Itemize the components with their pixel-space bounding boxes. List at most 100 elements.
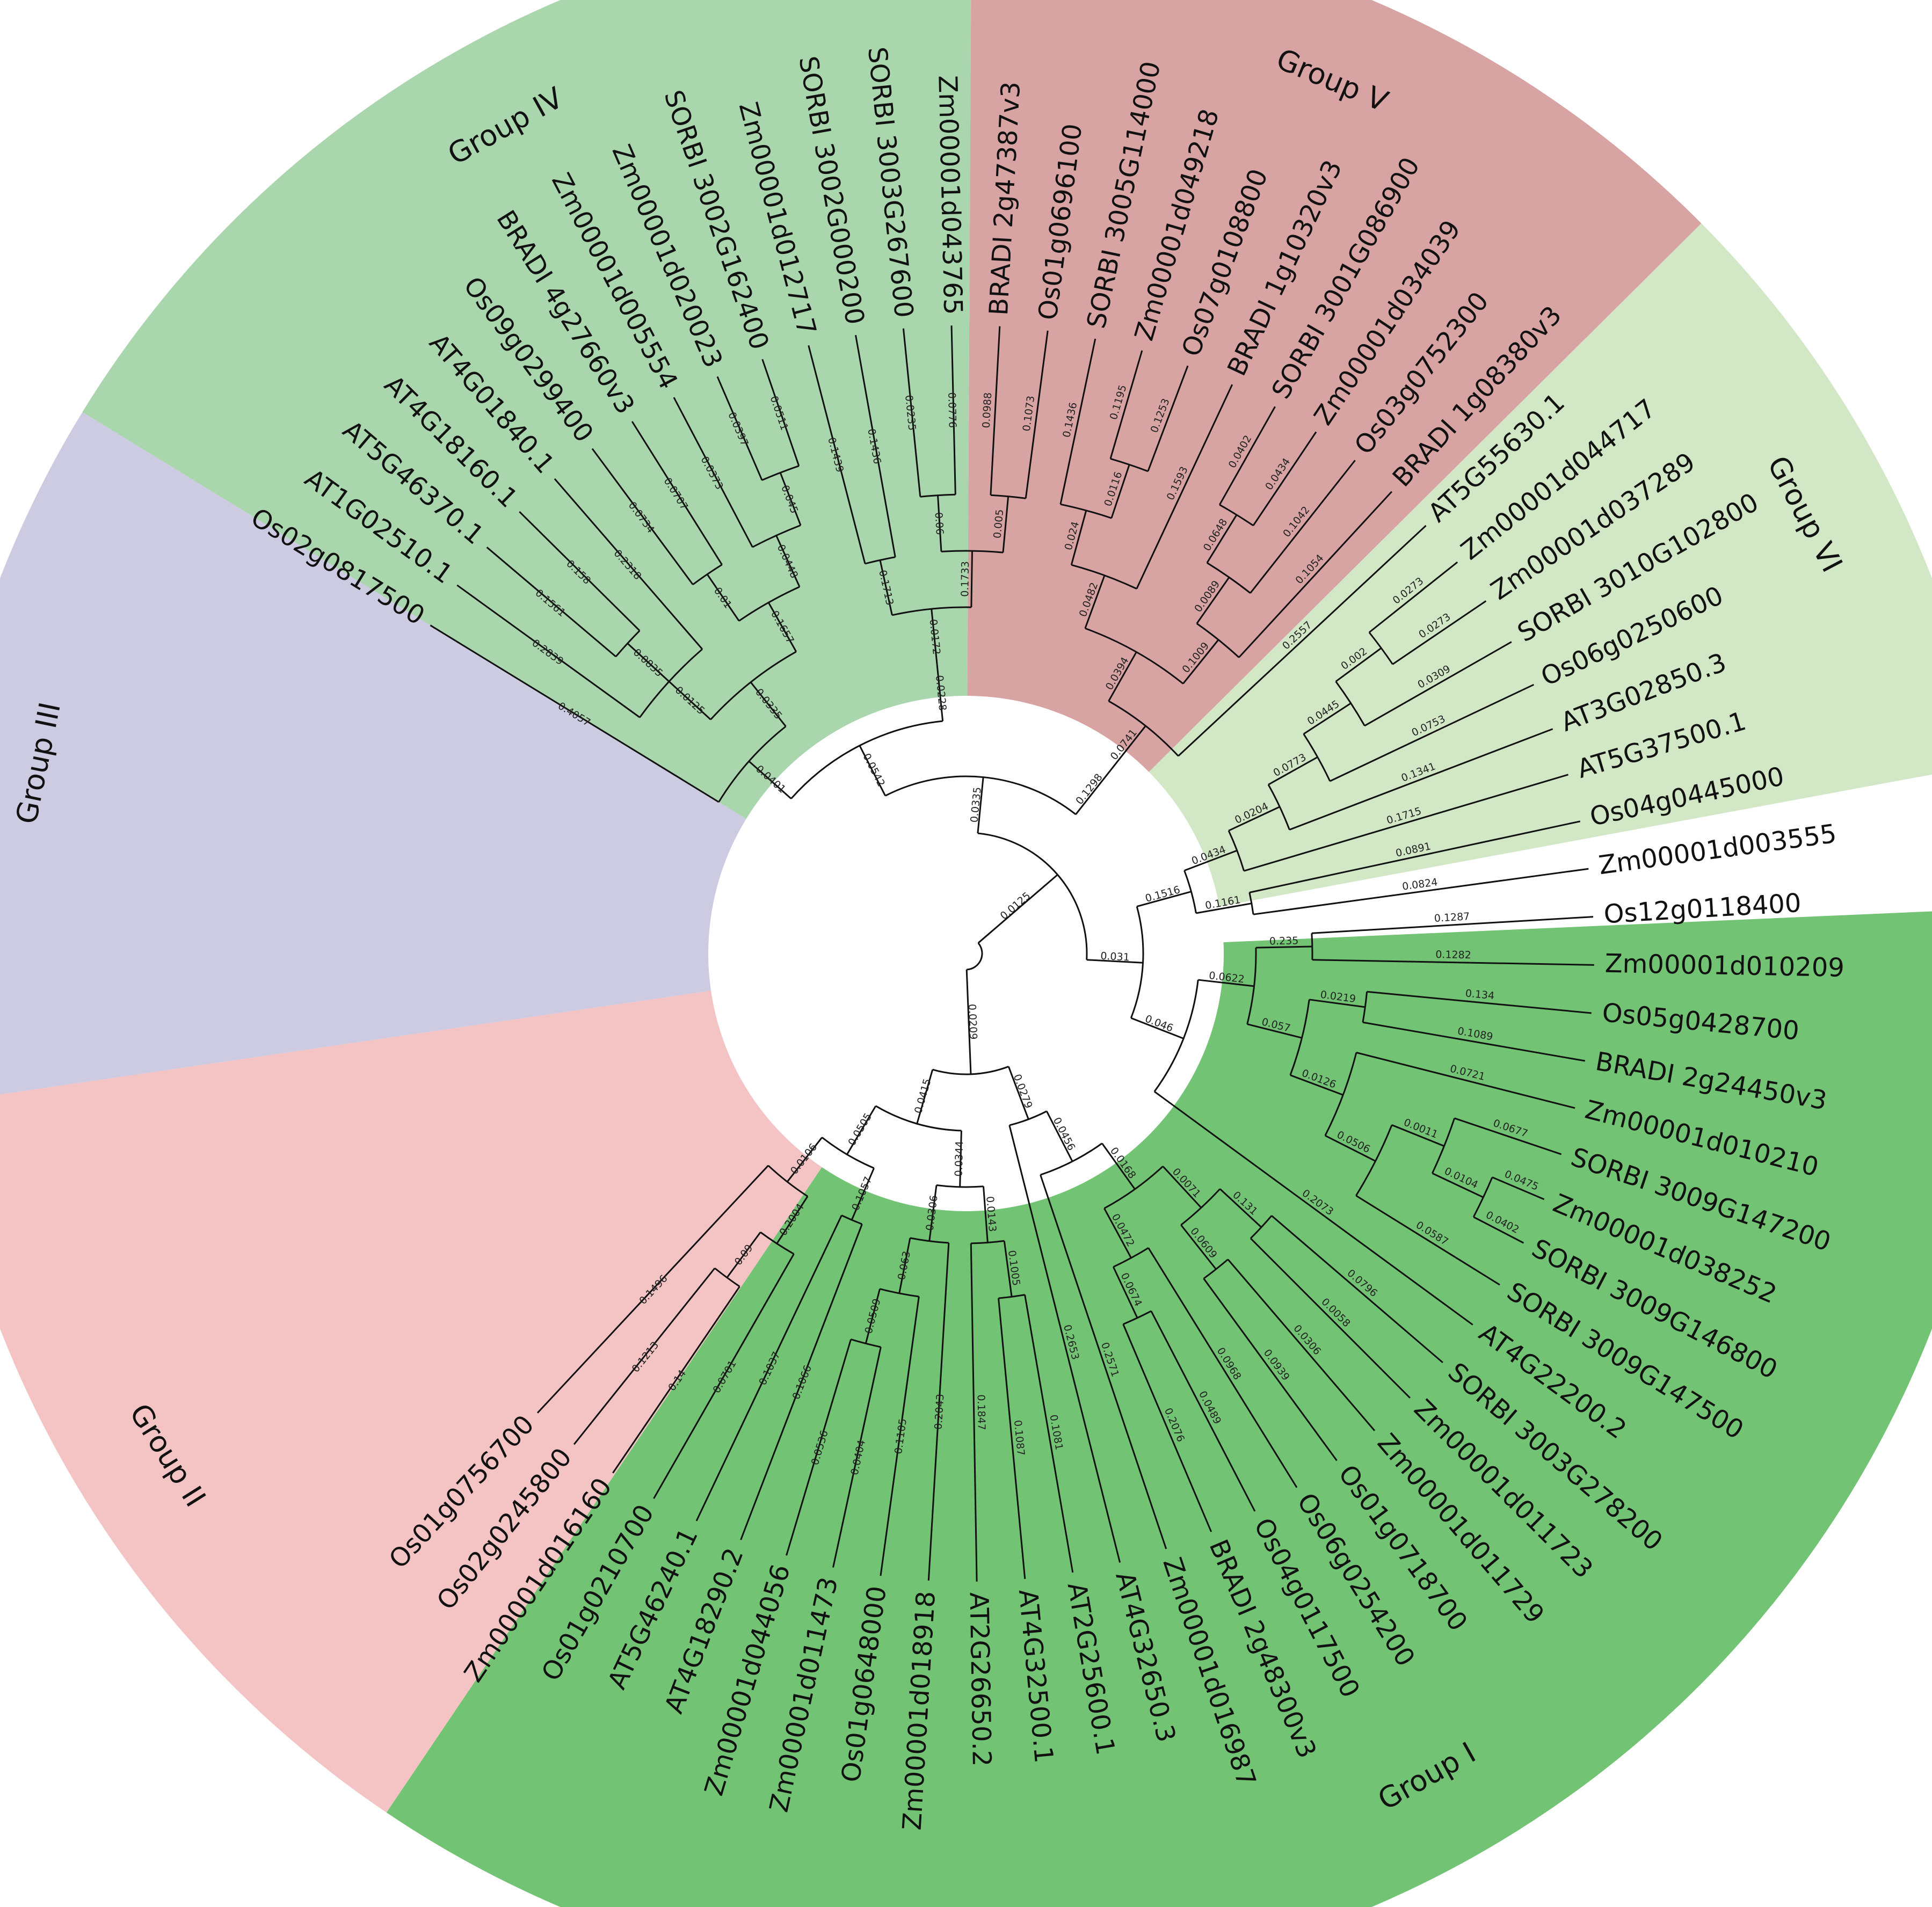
- branch-line: [854, 334, 896, 557]
- branch-arc: [936, 1184, 984, 1188]
- branch-line: [1003, 1241, 1013, 1297]
- branch-arc: [1228, 830, 1245, 871]
- branch-length-label: 0.2043: [933, 1394, 947, 1430]
- branch-line: [1024, 1294, 1074, 1573]
- branch-arc: [1324, 1052, 1357, 1136]
- branch-line: [1311, 916, 1594, 934]
- branch-line: [653, 1253, 795, 1499]
- branch-line: [1335, 647, 1382, 682]
- branch-line: [779, 472, 802, 526]
- branch-line: [573, 1268, 716, 1445]
- group-band-g6: [1149, 223, 1932, 907]
- branch-line: [456, 584, 641, 718]
- branch-line: [808, 345, 866, 564]
- group-band-g2: [0, 991, 822, 1813]
- branch-arc: [718, 725, 787, 803]
- branch-line: [977, 777, 984, 834]
- branch-line: [982, 1186, 989, 1243]
- branch-line: [1086, 959, 1143, 964]
- branch-line: [1040, 1174, 1167, 1549]
- branch-length-label: 0.0776: [946, 392, 958, 428]
- branch-line: [1101, 1142, 1136, 1190]
- branch-arc: [892, 606, 971, 616]
- branch-arc: [875, 1105, 962, 1132]
- branch-length-label: 0.0209: [966, 1003, 979, 1039]
- branch-line: [928, 1185, 938, 1241]
- branch-line: [1492, 1176, 1545, 1200]
- branch-arc: [1183, 870, 1197, 914]
- branch-line: [1196, 902, 1252, 914]
- branch-line: [1330, 683, 1535, 782]
- branch-line: [1250, 1238, 1411, 1399]
- branch-line: [965, 969, 972, 1074]
- branch-line: [1392, 600, 1487, 665]
- branch-line: [931, 609, 938, 665]
- branch-line: [1103, 1207, 1132, 1258]
- branch-line: [998, 1298, 1026, 1579]
- branch-length-label: 0.0988: [980, 392, 994, 428]
- branch-line: [1355, 1195, 1500, 1286]
- branch-line: [1150, 1311, 1256, 1512]
- branch-arc: [1303, 733, 1331, 782]
- branch-line: [865, 1289, 881, 1344]
- branch-line: [1244, 774, 1568, 872]
- branch-arc: [1130, 906, 1144, 1018]
- branch-line: [970, 1243, 978, 1582]
- branch-line: [970, 551, 974, 608]
- branch-arc: [1335, 681, 1366, 726]
- branch-arc: [615, 630, 641, 658]
- leaf-label: Zm00001d010209: [1604, 949, 1844, 983]
- branch-arc: [977, 832, 1088, 960]
- branch-line: [1196, 577, 1230, 624]
- branch-line: [1218, 406, 1276, 505]
- branch-line: [786, 1339, 852, 1556]
- branch-line: [1312, 959, 1594, 966]
- branch-line: [879, 559, 893, 616]
- branch-line: [716, 376, 763, 481]
- branch-line: [1198, 979, 1254, 987]
- branch-line: [1253, 868, 1589, 915]
- branch-length-label: 0.1733: [959, 561, 971, 597]
- branch-length-label: 0.06: [932, 512, 946, 535]
- branch-line: [1252, 431, 1317, 526]
- branch-line: [627, 643, 670, 682]
- branch-line: [1110, 464, 1130, 519]
- branch-line: [776, 1196, 809, 1244]
- branch-line: [916, 1069, 934, 1124]
- branch-line: [1153, 1090, 1473, 1326]
- branch-line: [1070, 510, 1087, 565]
- branch-arc: [710, 651, 797, 720]
- branch-arc: [1267, 784, 1290, 830]
- branch-line: [1007, 1066, 1029, 1120]
- branch-line: [937, 495, 942, 552]
- branch-line: [1059, 338, 1096, 505]
- branch-line: [1255, 945, 1312, 949]
- branch-line: [1454, 1117, 1562, 1155]
- branch-arc: [821, 1137, 875, 1169]
- branch-line: [1110, 725, 1146, 771]
- branch-arc: [738, 586, 800, 622]
- branch-arc: [1180, 1188, 1221, 1226]
- branch-line: [832, 1346, 882, 1568]
- branch-line: [927, 1242, 950, 1581]
- branch-length-label: 0.005: [991, 509, 1006, 539]
- leaf-label: AT2G26650.2: [963, 1592, 997, 1767]
- branch-arc: [932, 1066, 1009, 1075]
- branch-arc: [1355, 1124, 1393, 1196]
- branch-length-label: 0.235: [1269, 935, 1299, 947]
- branch-line: [898, 1238, 911, 1294]
- branch-line: [591, 448, 694, 585]
- branch-arc: [967, 942, 983, 971]
- branch-line: [1364, 641, 1512, 727]
- branch-line: [726, 1232, 761, 1278]
- branch-length-label: 0.1287: [1434, 911, 1470, 925]
- branch-line: [1473, 1216, 1524, 1244]
- branch-line: [1250, 460, 1356, 594]
- branch-line: [950, 325, 956, 495]
- branch-arc: [1071, 564, 1137, 590]
- branch-line: [631, 421, 723, 565]
- branch-line: [612, 1286, 740, 1474]
- branch-length-label: 0.0344: [953, 1141, 966, 1177]
- branch-line: [1290, 1074, 1343, 1096]
